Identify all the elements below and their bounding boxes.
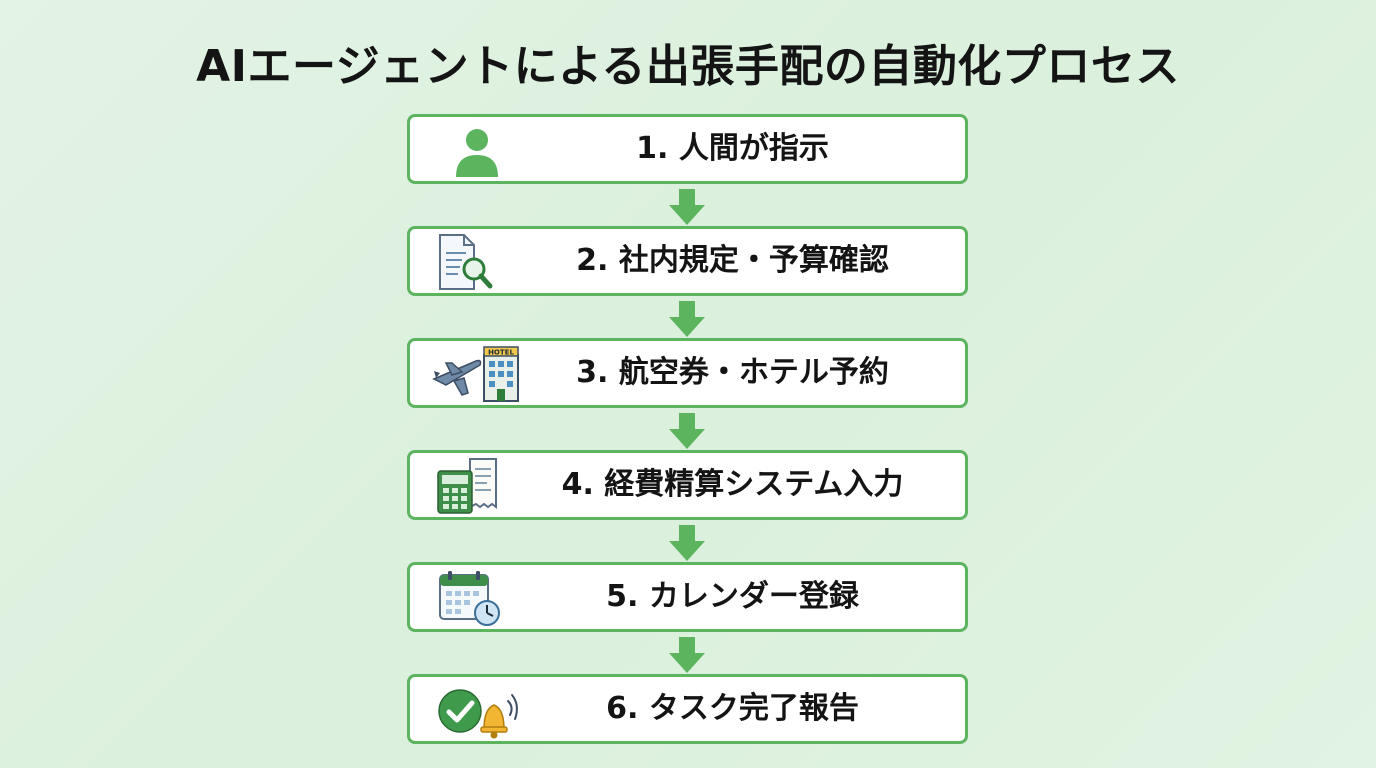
flow-arrow-5 <box>667 635 707 675</box>
step-4-box: 4. 経費精算システム入力 <box>407 450 968 520</box>
flow-arrow-3 <box>667 411 707 451</box>
step-2-box: 2. 社内規定・予算確認 <box>407 226 968 296</box>
page-title: AIエージェントによる出張手配の自動化プロセス <box>196 41 1180 92</box>
airplane-icon <box>432 359 482 396</box>
calculator-receipt-icon <box>432 457 522 515</box>
airplane-hotel-icon: HOTEL <box>432 345 522 403</box>
hotel-icon: HOTEL <box>483 346 519 402</box>
step-5-label: 5. カレンダー登録 <box>606 579 859 614</box>
svg-text:HOTEL: HOTEL <box>488 349 514 357</box>
step-1-label: 1. 人間が指示 <box>636 131 829 166</box>
flow-arrow-4 <box>667 523 707 563</box>
calendar-clock-icon <box>432 569 522 627</box>
flow-arrow-2 <box>667 299 707 339</box>
step-6-box: 6. タスク完了報告 <box>407 674 968 744</box>
step-5-box: 5. カレンダー登録 <box>407 562 968 632</box>
step-6-label: 6. タスク完了報告 <box>606 691 859 726</box>
document-search-icon <box>432 233 522 291</box>
step-4-label: 4. 経費精算システム入力 <box>561 467 904 502</box>
step-3-box: HOTEL 3. 航空券・ホテル予約 <box>407 338 968 408</box>
step-2-label: 2. 社内規定・予算確認 <box>576 243 889 278</box>
step-3-label: 3. 航空券・ホテル予約 <box>576 355 889 390</box>
step-1-box: 1. 人間が指示 <box>407 114 968 184</box>
flow-arrow-1 <box>667 187 707 227</box>
check-bell-icon <box>432 681 522 739</box>
person-icon <box>432 121 522 179</box>
